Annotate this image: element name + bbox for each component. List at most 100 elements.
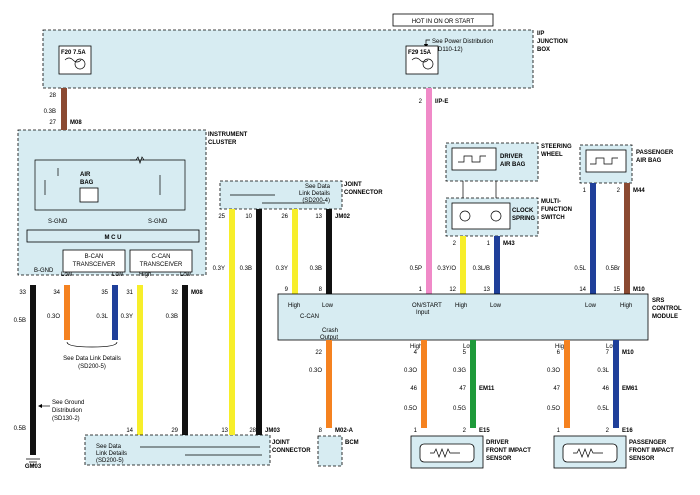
pfis-inner	[562, 443, 618, 463]
srs-low-1: Low	[490, 303, 502, 309]
cluster-title-2: CLUSTER	[208, 140, 237, 146]
bcan-l1: B-CAN	[85, 254, 104, 260]
pin-2-ipe: 2	[419, 99, 423, 105]
steering-title-1: STEERING	[541, 144, 572, 150]
cluster-title-1: INSTRUMENT	[208, 132, 248, 138]
wire-yellow-25	[229, 209, 235, 435]
srs-control-module	[277, 293, 649, 341]
wire-label-03l-2: 0.3L	[597, 368, 609, 374]
steering-inner-1: DRIVER	[500, 154, 523, 160]
wire-black-13	[326, 209, 332, 294]
ground-note-2: Distribution	[52, 408, 82, 414]
resistor-icon	[573, 448, 603, 458]
cluster-airbag-2: BAG	[80, 180, 94, 186]
connector-em11: EM11	[479, 386, 495, 392]
bcan-transceiver	[62, 249, 126, 273]
connector-jm03: JM03	[265, 428, 281, 434]
connector-e16: E16	[622, 428, 633, 434]
srs-high-3: High	[410, 344, 422, 350]
multi-inner-1: CLOCK	[512, 208, 534, 214]
ground-icon	[26, 458, 40, 466]
joint-bottom-note-3: (SD200-5)	[96, 458, 124, 464]
pin-1-m43: 1	[487, 241, 491, 247]
srs-high-2: High	[620, 303, 632, 309]
pin-2-m43: 2	[453, 241, 457, 247]
wire-blue-pass	[590, 183, 596, 294]
pin-13: 13	[315, 214, 322, 220]
clock-spring-coil-icon	[490, 210, 502, 222]
cluster-low-2: Low	[112, 272, 124, 278]
airbag-icon	[74, 58, 86, 70]
wire-label-03yo: 0.3Y/O	[437, 266, 456, 272]
cluster-low-3: Low	[180, 272, 192, 278]
wire-yellow-orange	[460, 236, 466, 294]
joint-connector-bottom	[84, 434, 271, 466]
joint-top-note-2: Link Details	[299, 191, 330, 197]
connector-gm03: GM03	[25, 464, 42, 470]
pin-14-jm03: 14	[126, 428, 133, 434]
wire-label-03o-4: 0.3O	[547, 368, 560, 374]
airbag-warning-lamp-icon	[79, 187, 99, 203]
wire-orange-bcm	[326, 340, 332, 428]
connector-e15: E15	[479, 428, 490, 434]
connector-m02a: M02-A	[335, 428, 354, 434]
pin-46: 46	[410, 386, 417, 392]
multi-title-2: FUNCTION	[541, 207, 572, 213]
wire-blue-pfis	[613, 340, 619, 428]
srs-high-4: High	[555, 344, 567, 350]
wire-label-05l-2: 0.5L	[597, 406, 609, 412]
pin-1-m44: 1	[583, 188, 587, 194]
wire-label-03lb: 0.3L/B	[473, 266, 490, 272]
pin-1-on: 1	[419, 287, 423, 293]
srs-high-1: High	[455, 303, 467, 309]
pin-1-e15: 1	[414, 428, 418, 434]
wire-blue-black	[494, 236, 500, 294]
data-link-note-1: See Data Link Details	[63, 356, 121, 362]
ip-box-title-1: I/P	[537, 31, 544, 37]
connector-m08-bottom: M08	[191, 290, 203, 296]
bcm-label: BCM	[345, 440, 359, 446]
wire-label-03b-4: 0.3B	[310, 266, 322, 272]
pin-47b: 47	[553, 386, 560, 392]
pin-34: 34	[53, 290, 60, 296]
hot-label-box	[392, 13, 494, 27]
wire-brown-m08	[61, 88, 67, 130]
pin-2-e15: 2	[463, 428, 467, 434]
dfis-title-3: SENSOR	[486, 456, 512, 462]
joint-top-title-2: CONNECTOR	[344, 190, 383, 196]
pin-13-jm03: 13	[221, 428, 228, 434]
mcu-label: M C U	[105, 235, 122, 241]
srs-low-3: Low	[463, 344, 475, 350]
wire-label-05o-1: 0.5O	[404, 406, 417, 412]
resistor-icon	[430, 448, 460, 458]
joint-top-note-1: See Data	[305, 184, 331, 190]
srs-crash-2: Output	[320, 335, 338, 341]
srs-ccan-high: High	[288, 303, 300, 309]
joint-bottom-note-2: Link Details	[96, 451, 127, 457]
pin-26: 26	[281, 214, 288, 220]
srs-title-3: MODULE	[652, 314, 678, 320]
wire-black-bgnd	[30, 285, 36, 455]
wire-label-05b-1: 0.5B	[14, 318, 26, 324]
joint-bottom-title-2: CONNECTOR	[272, 448, 311, 454]
pin-31: 31	[126, 290, 133, 296]
connector-m44: M44	[633, 188, 645, 194]
pin-10: 10	[245, 214, 252, 220]
wire-label-05l: 0.5L	[574, 266, 586, 272]
ccan-l1: C-CAN	[152, 254, 171, 260]
ground-note-1: See Ground	[52, 400, 84, 406]
wire-orange-34	[64, 285, 70, 340]
connector-ipe: I/P-E	[435, 99, 448, 105]
srs-ccan-low: Low	[322, 303, 334, 309]
wire-orange-pfis	[564, 340, 570, 428]
pin-12: 12	[449, 287, 456, 293]
dfis-inner	[419, 443, 475, 463]
pin-22: 22	[315, 350, 322, 356]
connector-m08-top: M08	[70, 120, 82, 126]
wire-blue-35	[112, 285, 118, 340]
pin-13-srs: 13	[483, 287, 490, 293]
passenger-airbag-inner	[585, 149, 627, 173]
ip-box-note-1: See Power Distribution	[432, 39, 493, 45]
wire-label-03y-3: 0.3Y	[276, 266, 288, 272]
